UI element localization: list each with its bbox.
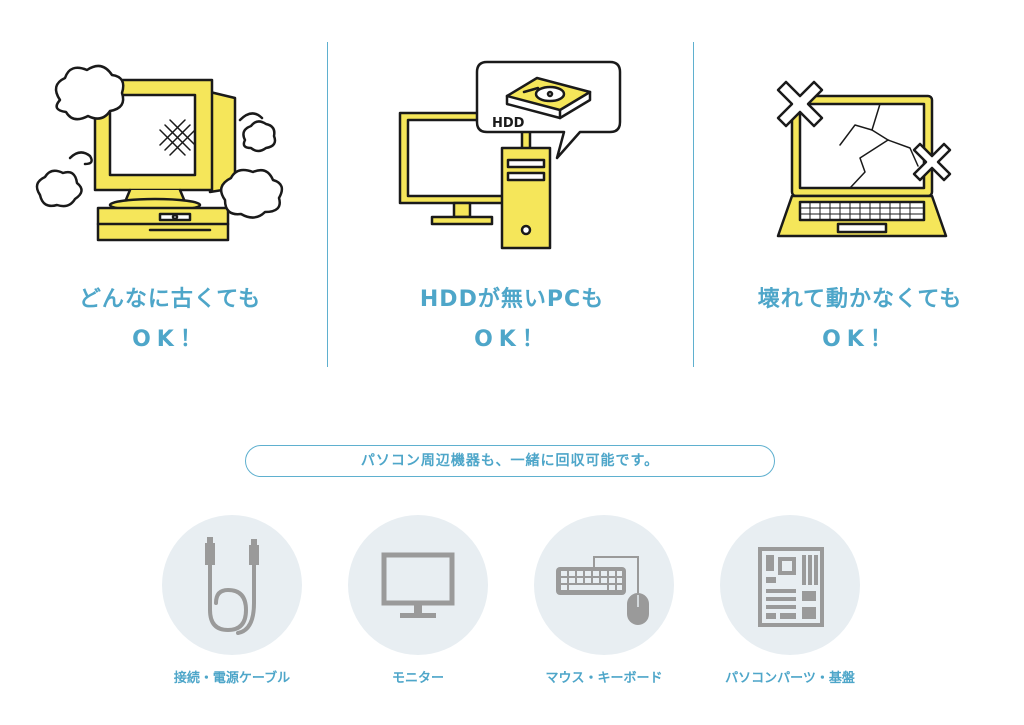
item-label: パソコンパーツ・基盤 (725, 671, 855, 686)
item-circle (162, 515, 302, 655)
feature-no-hdd: HDD HDDが無いPCも OK！ (352, 40, 672, 370)
monitor-icon (381, 552, 455, 618)
desktop-pc-icon: HDD (398, 60, 622, 250)
old-computer-icon (35, 64, 284, 242)
item-keyboard-mouse: マウス・キーボード (524, 515, 684, 686)
item-label: 接続・電源ケーブル (173, 671, 291, 686)
item-monitor: モニター (338, 515, 498, 686)
cable-icon (205, 537, 259, 635)
item-label: モニター (391, 671, 444, 686)
motherboard-icon (758, 547, 824, 627)
feature-ok: OK！ (132, 327, 208, 352)
feature-title: どんなに古くても (78, 287, 262, 312)
feature-broken: 壊れて動かなくても OK！ (700, 40, 1020, 370)
feature-ok: OK！ (474, 327, 550, 352)
feature-old-pc: どんなに古くても OK！ (10, 40, 330, 370)
item-cable: 接続・電源ケーブル (152, 515, 312, 686)
item-label: マウス・キーボード (545, 671, 663, 686)
column-divider (327, 42, 328, 367)
feature-title: 壊れて動かなくても (757, 287, 963, 312)
feature-title: HDDが無いPCも (419, 287, 605, 312)
item-circle (720, 515, 860, 655)
item-circle (534, 515, 674, 655)
item-motherboard: パソコンパーツ・基盤 (710, 515, 870, 686)
bubble-label: HDD (492, 116, 525, 131)
broken-laptop-icon (776, 80, 952, 238)
item-circle (348, 515, 488, 655)
keyboard-mouse-icon (556, 556, 649, 625)
peripherals-banner: パソコン周辺機器も、一緒に回収可能です。 (245, 445, 775, 477)
column-divider (693, 42, 694, 367)
feature-ok: OK！ (822, 327, 898, 352)
